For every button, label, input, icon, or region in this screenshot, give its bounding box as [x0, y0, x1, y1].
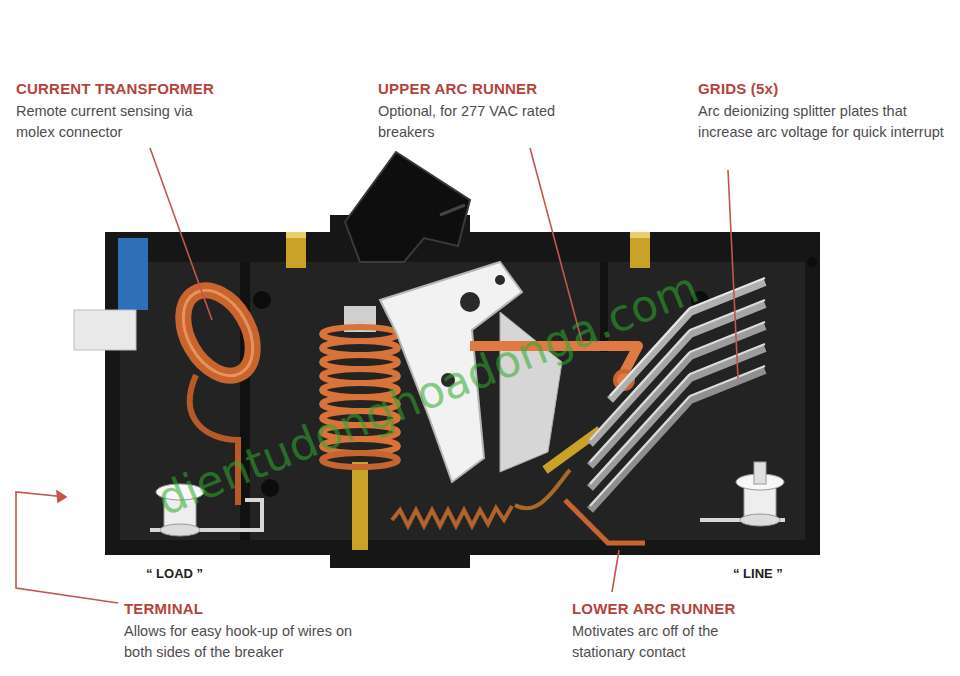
- trip-coil-part: [352, 462, 368, 550]
- housing-part: [105, 215, 820, 568]
- callout-heading: GRIDS (5x): [698, 80, 898, 97]
- brass-inserts-part: [286, 232, 306, 238]
- mechanism-part: [495, 275, 505, 285]
- spring-part: [392, 506, 512, 526]
- terminal-label: “ LINE ”: [733, 566, 823, 581]
- leader-lines-part: [150, 148, 212, 320]
- leader-lines-part: [728, 170, 738, 378]
- callout-text: Motivates arc off of the stationary cont…: [572, 621, 772, 663]
- callout-heading: LOWER ARC RUNNER: [572, 600, 812, 617]
- leader-lines: [16, 148, 738, 603]
- contact-part: [515, 470, 570, 508]
- molex-connector-part: [118, 238, 148, 310]
- brass-inserts: [286, 232, 650, 268]
- molex-connector-part: [74, 310, 136, 350]
- callout-text: Remote current sensing via molex connect…: [16, 101, 231, 143]
- current-transformer-part: [169, 278, 267, 388]
- lower-arc-runner: [565, 500, 645, 543]
- mechanism-part: [460, 292, 480, 312]
- molex-connector: [74, 238, 148, 350]
- leader-lines-part: [57, 491, 66, 502]
- contact: [515, 430, 600, 508]
- leader-lines-part: [16, 492, 118, 603]
- callout-heading: UPPER ARC RUNNER: [378, 80, 618, 97]
- terminal-label: “ LOAD ”: [146, 566, 236, 581]
- housing: [105, 215, 820, 568]
- terminals-part: [160, 524, 200, 536]
- callout-text: Arc deionizing splitter plates that incr…: [698, 101, 953, 143]
- handle: [345, 152, 470, 262]
- callout-heading: CURRENT TRANSFORMER: [16, 80, 256, 97]
- callout-text: Optional, for 277 VAC rated breakers: [378, 101, 558, 143]
- callout-heading: TERMINAL: [124, 600, 324, 617]
- housing-part: [120, 262, 805, 540]
- handle-part: [440, 205, 465, 215]
- spring: [392, 506, 512, 526]
- current-transformer-part: [169, 278, 267, 388]
- brass-inserts-part: [630, 232, 650, 238]
- brass-inserts-part: [630, 232, 650, 268]
- callout-text: Allows for easy hook-up of wires on both…: [124, 621, 374, 663]
- lower-arc-runner-part: [565, 500, 645, 543]
- handle-part: [345, 152, 470, 262]
- brass-inserts-part: [286, 232, 306, 268]
- terminals-part: [754, 462, 766, 484]
- terminals-part: [740, 514, 780, 526]
- housing-part: [253, 291, 271, 309]
- leader-lines-part: [612, 550, 619, 592]
- housing-part: [807, 257, 817, 267]
